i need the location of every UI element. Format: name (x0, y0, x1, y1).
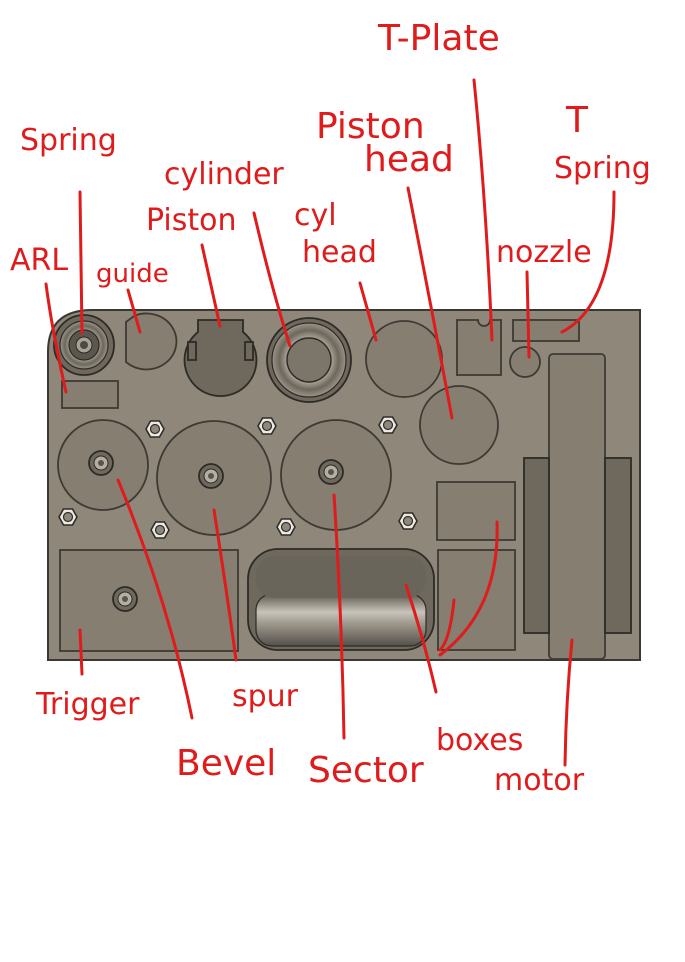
leader-boxes-c (438, 520, 499, 657)
leader-sector (332, 493, 346, 740)
label-piston: Piston (146, 203, 237, 238)
box-pocket-bottom (437, 549, 516, 651)
leader-trigger (78, 628, 84, 676)
leader-spur (212, 508, 238, 662)
leader-bevel (116, 478, 194, 720)
arl-pocket (61, 380, 119, 409)
cyl-head-pocket (365, 320, 443, 398)
label-spur: spur (232, 679, 299, 714)
leader-nozzle (525, 270, 531, 359)
leader-piston (200, 243, 222, 328)
guide-pocket (125, 312, 178, 371)
label-trigger: Trigger (35, 687, 140, 722)
label-piston-head-line1: Piston (316, 106, 425, 147)
spur-gear-pocket (156, 420, 272, 536)
label-guide: guide (96, 259, 169, 289)
leader-cylinder (252, 211, 292, 348)
labels: T-Plate Piston head T Spring Spring cyli… (10, 18, 651, 798)
cylinder-pocket (266, 317, 352, 403)
motor-pocket (523, 353, 632, 660)
label-cyl-head-line1: cyl (294, 198, 337, 233)
leader-guide (126, 288, 142, 334)
label-t-plate: T-Plate (377, 18, 500, 59)
piston-head-pocket (419, 385, 499, 465)
label-t-spring-line2: Spring (554, 151, 651, 186)
piston-pocket (183, 319, 258, 398)
t-spring-pocket (512, 319, 580, 342)
label-cyl-head-line2: head (302, 235, 377, 270)
label-boxes: boxes (436, 723, 523, 758)
leader-piston-head (406, 186, 454, 420)
leader-cyl-head (358, 281, 378, 342)
label-cylinder: cylinder (164, 157, 284, 192)
label-arl: ARL (10, 243, 68, 278)
leader-t-plate (472, 78, 494, 342)
label-spring: Spring (20, 123, 117, 158)
spring-pocket (53, 314, 115, 376)
gearbox-tray (47, 309, 641, 661)
label-sector: Sector (308, 750, 424, 791)
label-nozzle: nozzle (496, 235, 592, 270)
label-bevel: Bevel (176, 743, 276, 784)
box-pocket-top (436, 481, 516, 541)
hex-nut-pockets (58, 416, 418, 539)
trigger-pocket (59, 549, 239, 652)
leader-lines (44, 78, 616, 767)
bevel-gear-pocket (57, 419, 149, 511)
leader-arl (44, 282, 68, 394)
leader-spring (78, 190, 84, 335)
t-plate-pocket (456, 319, 502, 376)
label-piston-head-line2: head (364, 139, 454, 180)
label-t-spring-line1: T (565, 100, 589, 141)
label-motor: motor (494, 763, 585, 798)
leader-boxes-b (438, 598, 456, 652)
leader-boxes-a (404, 583, 438, 694)
leader-motor (563, 638, 574, 767)
nozzle-pocket (509, 346, 541, 378)
leader-t-spring (560, 190, 616, 334)
